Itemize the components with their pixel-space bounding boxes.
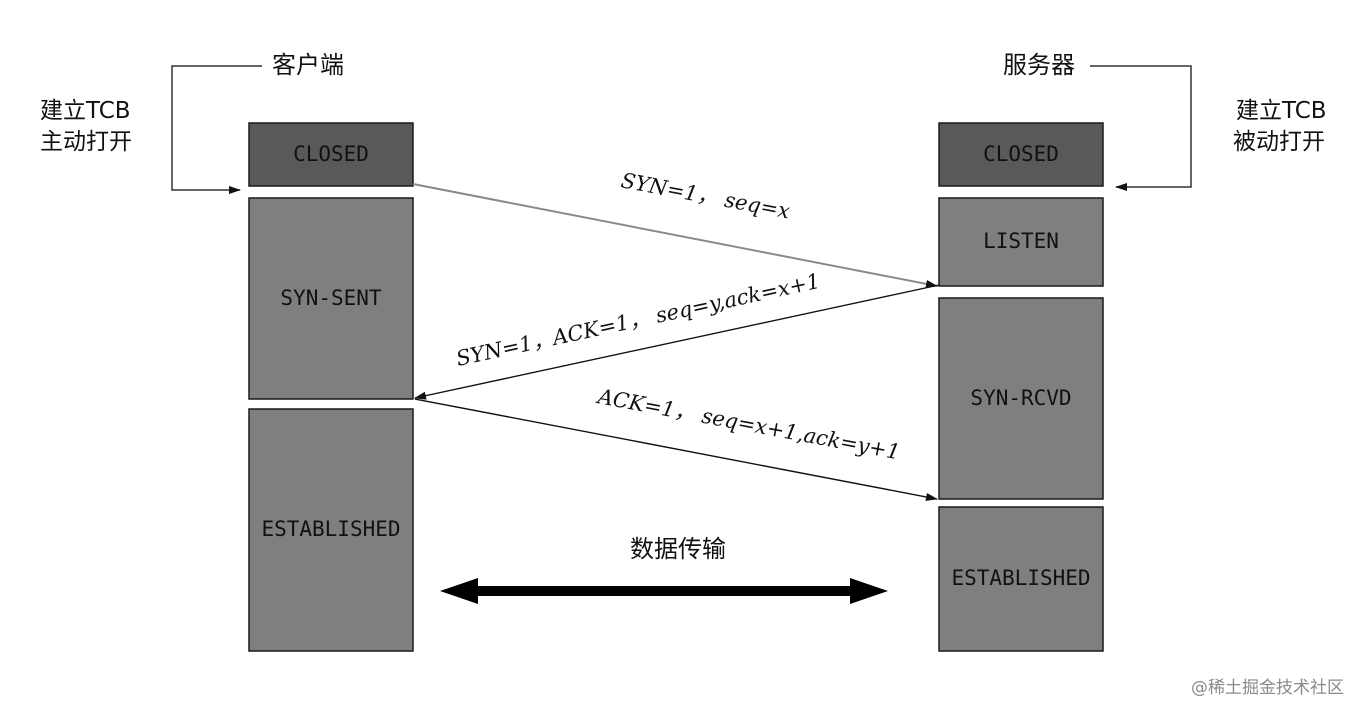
server-state-closed-box [938, 122, 1104, 187]
message-syn-ack-label: SYN=1，ACK=1， seq=y,ack=x+1 [454, 269, 822, 371]
server-state-syn-rcvd-label: SYN-RCVD [970, 386, 1071, 410]
client-open-mode-line2: 主动打开 [40, 129, 132, 155]
server-title: 服务器 [1003, 51, 1075, 79]
client-state-syn-sent-box [248, 197, 414, 400]
server-state-listen-box [938, 197, 1104, 287]
client-state-established-label: ESTABLISHED [261, 517, 400, 541]
server-state-established-box [938, 506, 1104, 652]
message-ack-label: ACK=1， seq=x+1,ack=y+1 [594, 384, 902, 464]
client-state-established-box [248, 408, 414, 652]
server-state-closed-label: CLOSED [983, 142, 1059, 166]
watermark: @稀土掘金技术社区 [1191, 678, 1344, 698]
message-ack-arrow [414, 398, 938, 501]
server-open-mode-line2: 被动打开 [1233, 129, 1325, 155]
client-state-closed-box [248, 122, 414, 187]
data-transfer-double-arrow [440, 578, 888, 604]
client-open-connector [171, 65, 262, 194]
server-open-connector [1090, 65, 1192, 191]
message-syn-ack-arrow [414, 284, 940, 400]
data-transfer-label: 数据传输 [630, 535, 726, 563]
client-state-closed-label: CLOSED [293, 142, 369, 166]
server-state-established-label: ESTABLISHED [951, 566, 1090, 590]
message-syn-arrow [412, 183, 938, 288]
server-state-listen-label: LISTEN [983, 229, 1059, 253]
client-state-syn-sent-label: SYN-SENT [280, 286, 382, 310]
message-syn-label: SYN=1， seq=x [619, 168, 792, 223]
client-open-mode-line1: 建立TCB [40, 98, 131, 124]
client-title: 客户端 [272, 51, 344, 79]
server-state-syn-rcvd-box [938, 297, 1104, 500]
server-open-mode-line1: 建立TCB [1236, 98, 1327, 124]
